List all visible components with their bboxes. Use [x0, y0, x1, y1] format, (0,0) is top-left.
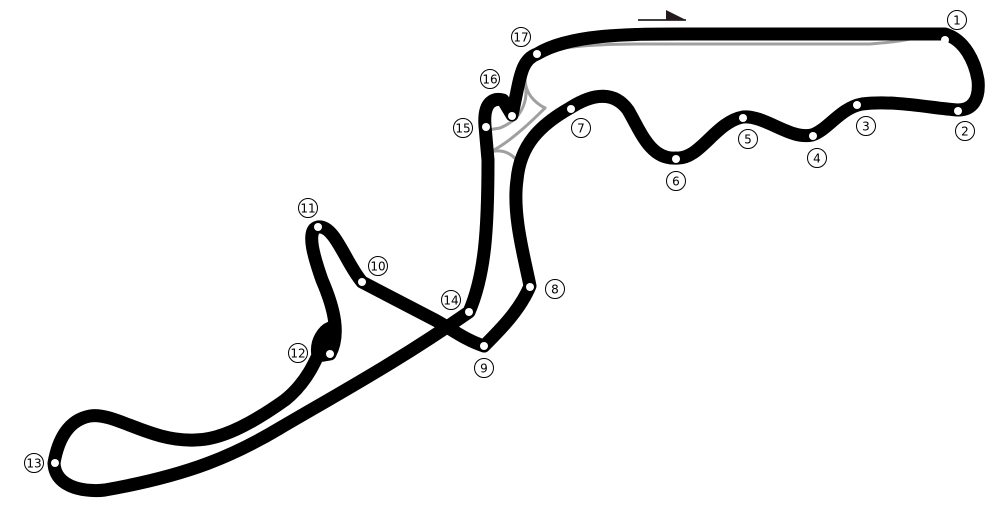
turn-label-circle: [441, 290, 461, 310]
turn-marker-dot: [853, 101, 861, 109]
turn-marker-dot: [941, 36, 949, 44]
turn-marker-dot: [567, 105, 575, 113]
turn-label-circle: [298, 198, 318, 218]
turn-label: 12: [290, 347, 305, 361]
turn-label: 10: [370, 260, 385, 274]
turn-marker-dot: [526, 283, 534, 291]
turn-marker-dot: [51, 459, 59, 467]
turn-label-circle: [856, 116, 876, 136]
turn-label-circle: [480, 69, 500, 89]
turn-marker-dot: [482, 123, 490, 131]
turn-label-circle: [453, 118, 473, 138]
turn-label-circle: [947, 10, 967, 30]
start-finish-flag-icon: [638, 10, 686, 21]
turn-label-circle: [24, 453, 44, 473]
turn-marker-dot: [465, 308, 473, 316]
turn-marker-dot: [809, 132, 817, 140]
main-circuit: [47, 27, 985, 498]
turn-label: 2: [961, 125, 969, 139]
turn-label: 5: [744, 133, 752, 147]
turn-marker-dot: [480, 342, 488, 350]
turn-marker-dot: [533, 50, 541, 58]
turn-marker-dot: [672, 155, 680, 163]
turn-label: 15: [455, 122, 470, 136]
turn-label: 1: [953, 14, 961, 28]
turn-marker-dot: [739, 114, 747, 122]
turn-label-circle: [738, 129, 758, 149]
turn-label: 8: [551, 283, 559, 297]
turn-label-circle: [807, 148, 827, 168]
turn-label-circle: [511, 27, 531, 47]
turn-label-circle: [955, 121, 975, 141]
turn-label-circle: [545, 279, 565, 299]
turn-label-circle: [571, 118, 591, 138]
turn-label: 7: [577, 122, 585, 136]
turn-label: 13: [26, 457, 41, 471]
turn-marker-dot: [326, 350, 334, 358]
turn-marker-dot: [358, 278, 366, 286]
turn-label: 17: [513, 31, 528, 45]
turn-label: 3: [862, 120, 870, 134]
turn-marker-dot: [508, 112, 516, 120]
turn-label: 4: [813, 152, 821, 166]
turn-label-circle: [474, 358, 494, 378]
turn-label: 9: [480, 362, 488, 376]
turn-label: 16: [482, 73, 497, 87]
turn-label: 6: [672, 175, 680, 189]
turn-label: 11: [300, 202, 315, 216]
turn-marker-dot: [954, 107, 962, 115]
turn-label-circle: [368, 256, 388, 276]
turn-label: 14: [443, 294, 458, 308]
turn-marker-dot: [314, 223, 322, 231]
turn-label-circle: [288, 343, 308, 363]
turn-label-circle: [666, 171, 686, 191]
